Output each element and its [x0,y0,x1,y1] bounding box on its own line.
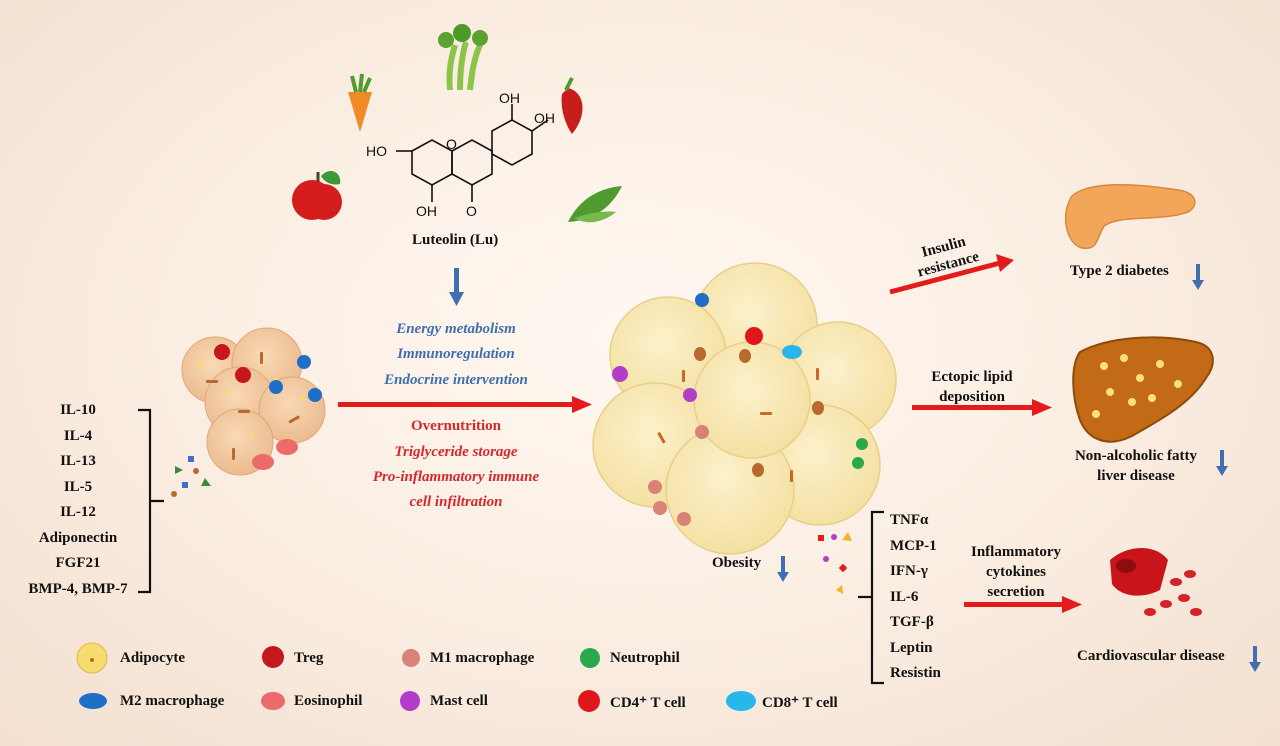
factor: BMP-4, BMP-7 [28,580,128,597]
factor: IL-13 [60,453,96,469]
inflammatory-secretion-label: Inflammatory cytokines secretion [971,544,1061,600]
obesity-down-arrow [777,556,789,582]
factor: Adiponectin [38,529,118,546]
tea-leaf-icon [568,186,622,223]
nafld-down-arrow [1216,450,1228,476]
cytokine: Leptin [890,639,933,656]
legend-symbols [76,642,756,712]
cytokine: MCP-1 [890,537,937,554]
cytokine: Resistin [890,665,941,681]
celery-icon [438,24,488,91]
cytokine-list: TNFα MCP-1 IFN-γ IL-6 TGF-β Leptin Resis… [890,508,941,687]
ring-oxygen-label: O [446,136,457,152]
cytokine-bracket [858,510,884,685]
lean-adipose-tissue [171,327,326,497]
obesity-label: Obesity [712,555,762,571]
mechanism-2: Immunoregulation [397,346,515,362]
blood-vessel-icon [1110,548,1202,616]
outcome-cardiovascular: Cardiovascular disease [1077,648,1225,664]
factor: IL-5 [63,478,93,495]
legend-cd4-t-cell: CD4⁺ T cell [610,695,686,711]
factor: IL-4 [63,427,93,444]
liver-icon [1072,336,1214,443]
cause-overnutrition: Overnutrition [411,418,501,434]
mechanism-1: Energy metabolism [396,321,516,337]
cause-2: Pro-inflammatory immune [372,469,540,485]
chili-pepper-icon [561,77,583,134]
cause-3: cell infiltration [409,494,503,510]
cytokine: IL-6 [890,588,919,605]
legend-m1-macrophage: M1 macrophage [430,650,535,666]
apple-icon [292,170,342,220]
oh-label-4: OH [416,203,437,219]
carrot-icon [348,73,372,132]
outcome-nafld: Non-alcoholic fatty liver disease [1074,448,1198,484]
legend-mast-cell: Mast cell [430,693,488,709]
obese-adipose-tissue [592,262,897,555]
ectopic-lipid-label: Ectopic lipid deposition [931,369,1013,405]
secreted-factors-list: IL-10 IL-4 IL-13 IL-5 IL-12 Adiponectin … [18,398,138,602]
oh-label-2: OH [534,110,555,126]
cvd-down-arrow [1249,646,1261,672]
obese-adipose-contents [612,293,868,594]
legend-treg: Treg [294,650,324,666]
cause-1: Triglyceride storage [394,444,518,460]
ectopic-lipid-arrow [912,399,1052,416]
overnutrition-arrow [338,396,592,413]
factor: IL-10 [60,402,96,418]
luteolin-structure [396,104,549,202]
legend-eosinophil: Eosinophil [294,693,363,709]
legend-adipocyte: Adipocyte [120,650,185,666]
pancreas-icon [1064,183,1196,249]
carbonyl-oxygen-label: O [466,203,477,219]
factor: FGF21 [55,555,101,571]
diabetes-down-arrow [1192,264,1204,290]
outcome-type2-diabetes: Type 2 diabetes [1070,263,1169,279]
compound-name: Luteolin (Lu) [412,232,499,248]
oh-label-1: OH [499,90,520,106]
legend-m2-macrophage: M2 macrophage [120,693,225,709]
luteolin-arrow [449,268,464,306]
secreted-factors-bracket [138,408,164,594]
cytokine: IFN-γ [890,563,928,579]
cytokine: TGF-β [890,614,934,630]
factor: IL-12 [60,504,96,520]
mechanism-3: Endocrine intervention [384,372,528,388]
legend-neutrophil: Neutrophil [610,650,680,666]
inflammatory-arrow [964,596,1082,613]
cytokine: TNFα [890,512,929,528]
legend-cd8-t-cell: CD8⁺ T cell [762,695,838,711]
oh-label-3: HO [366,143,387,159]
insulin-resistance-arrow [889,254,1014,295]
